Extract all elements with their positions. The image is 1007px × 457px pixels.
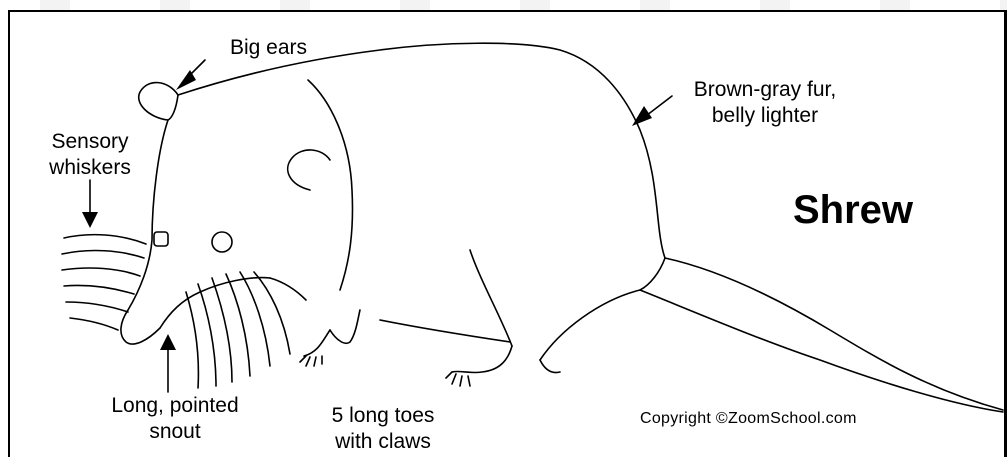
belly-line [380, 320, 510, 342]
fur-label-line1: Brown-gray fur, [680, 78, 850, 102]
snout-label-line2: snout [90, 420, 260, 444]
whisker [66, 302, 128, 312]
whisker [64, 285, 134, 294]
fur-arrowhead [632, 106, 652, 126]
tail-upper [665, 258, 1003, 410]
snout-arrowhead [160, 334, 176, 350]
ear-outline [139, 83, 178, 120]
diagram-title: Shrew [793, 188, 913, 233]
haunch-lower [540, 360, 560, 373]
whisker [186, 292, 198, 388]
copyright-notice: Copyright ©ZoomSchool.com [640, 410, 857, 428]
whisker [64, 235, 146, 244]
whisker [62, 251, 144, 258]
hind-body [470, 250, 512, 346]
hind-leg [452, 346, 512, 373]
whisker [70, 318, 118, 330]
toes-label-line1: 5 long toes [318, 404, 448, 428]
inner-ear [288, 150, 330, 190]
ears-label: Big ears [230, 36, 307, 60]
toes-label-line2: with claws [318, 430, 448, 454]
eye [212, 232, 232, 252]
body-back-outline [178, 43, 665, 258]
whisker [198, 284, 216, 386]
whisker [226, 274, 250, 376]
front-foot [300, 330, 330, 366]
whisker-pad [154, 232, 168, 246]
snout-label-line1: Long, pointed [90, 394, 260, 418]
hind-foot [446, 372, 470, 386]
tail-lower [640, 290, 1003, 412]
fur-label-line2: belly lighter [680, 104, 850, 128]
whisker [62, 268, 140, 276]
shoulder-line [308, 80, 353, 290]
chin-line [270, 278, 306, 300]
front-leg [330, 310, 360, 343]
haunch-outline [540, 258, 665, 360]
whiskers-label-line2: whiskers [30, 156, 150, 180]
whiskers-label-line1: Sensory [30, 130, 150, 154]
whiskers-arrowhead [82, 212, 98, 228]
